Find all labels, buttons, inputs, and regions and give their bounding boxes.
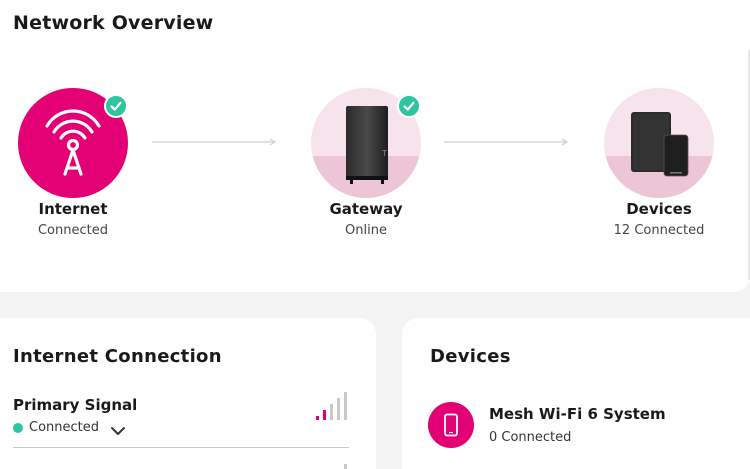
device-name[interactable]: Mesh Wi-Fi 6 System [489,405,666,423]
connector-arrow [444,138,570,146]
node-status: Connected [37,223,108,238]
check-icon [104,94,128,118]
next-row-signal-bar [344,464,347,469]
phone-icon[interactable] [428,402,474,448]
primary-signal-label: Primary Signal [13,396,138,414]
status-dot [13,422,23,433]
status-text: Connected [29,420,100,435]
chevron-down-icon[interactable] [110,422,126,441]
page-title: Network Overview [13,12,214,34]
node-name: Gateway [329,200,403,218]
card-title: Internet Connection [13,346,222,367]
signal-strength-icon [316,392,350,426]
gateway-router-icon: T [346,106,388,184]
primary-signal-status: Connected [13,420,99,435]
card-edge [748,50,750,280]
devices-card: Devices Mesh Wi-Fi 6 System 0 Connected [402,318,750,469]
broadcast-tower-icon [45,109,101,176]
node-devices[interactable]: Devices 12 Connected [584,88,734,238]
card-title: Devices [430,346,511,367]
node-status: Online [345,223,387,238]
node-name: Internet [38,200,108,218]
node-gateway[interactable]: T Gateway Online [291,88,441,238]
tablet-phone-icon [631,112,689,177]
device-status: 0 Connected [489,430,572,445]
connector-arrow [152,138,278,146]
node-name: Devices [626,200,692,218]
svg-text:T: T [381,149,387,158]
network-overview-card: Network Overview Internet Connected [0,0,750,292]
internet-connection-card: Internet Connection Primary Signal Conne… [0,318,376,469]
row-divider [13,447,349,448]
devices-circle[interactable] [604,88,714,198]
node-status: 12 Connected [613,223,705,238]
check-icon [397,94,421,118]
